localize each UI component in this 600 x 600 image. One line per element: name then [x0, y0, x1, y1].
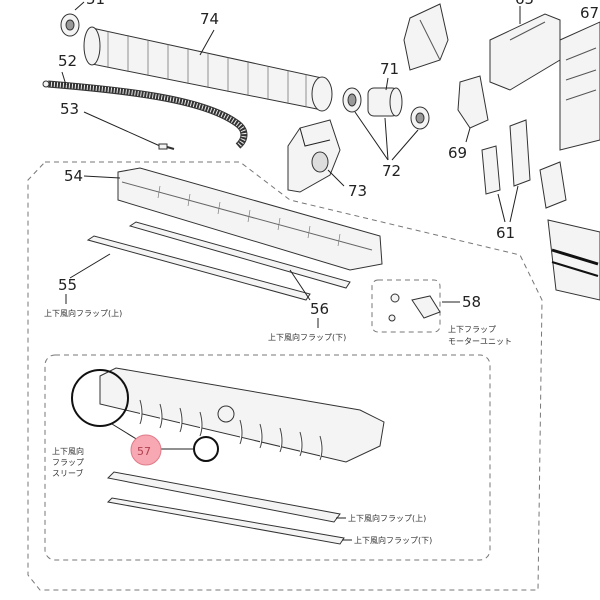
caption-57-line2: フラップ [52, 458, 84, 467]
label-73: 73 [348, 182, 367, 200]
part-upper-bracket [403, 3, 449, 71]
caption-detail-lower: 上下風向フラップ(下) [354, 535, 432, 545]
part-73-bearing-holder [287, 119, 345, 193]
part-52-insulated-pipe [42, 71, 248, 149]
callout-circle-small [193, 436, 219, 462]
group-boundary-outer [27, 161, 543, 591]
caption-58-line2: モーターユニット [448, 337, 512, 346]
label-53: 53 [60, 100, 79, 118]
part-right-side-assembly [547, 219, 600, 301]
label-74: 74 [200, 10, 219, 28]
part-54-drain-pan [83, 167, 383, 271]
label-71: 71 [380, 60, 399, 78]
label-72: 72 [382, 162, 401, 180]
part-67-control-board [559, 21, 600, 151]
caption-57-line3: スリーブ [52, 468, 84, 478]
label-65: 65 [515, 0, 534, 8]
label-61: 61 [496, 224, 515, 242]
caption-detail-upper: 上下風向フラップ(上) [348, 513, 426, 523]
caption-55: 上下風向フラップ(上) [44, 308, 122, 318]
part-53-screw [83, 111, 175, 150]
label-54: 54 [64, 167, 83, 185]
label-67: 67 [580, 4, 599, 22]
part-55-flap-upper [69, 235, 311, 301]
label-52: 52 [58, 52, 77, 70]
detail-flap-assembly [99, 367, 385, 463]
part-58-flap-motor-unit [388, 293, 460, 322]
group-boundary-detail [44, 354, 491, 561]
label-56: 56 [310, 300, 329, 318]
caption-56: 上下風向フラップ(下) [268, 332, 346, 342]
part-51-fitting [60, 1, 85, 37]
part-61-sensor-boards [481, 119, 567, 223]
leader-57-large [111, 423, 139, 441]
marker-57-highlight [130, 434, 162, 466]
part-69-terminal-cover [457, 75, 489, 143]
label-58: 58 [462, 293, 481, 311]
label-55: 55 [58, 276, 77, 294]
callout-circle-large [71, 369, 129, 427]
detail-flap-lower [106, 497, 352, 545]
caption-58-line1: 上下フラップ [448, 325, 496, 334]
group-boundary-motor [371, 279, 441, 333]
part-56-flap-lower [128, 221, 351, 301]
label-57: 57 [137, 445, 151, 458]
part-71-72-fan-motor [342, 77, 430, 161]
part-74-crossflow-fan [83, 26, 333, 112]
caption-57-line1: 上下風向 [52, 446, 84, 456]
label-69: 69 [448, 144, 467, 162]
label-51: 51 [86, 0, 105, 8]
detail-flap-upper [106, 471, 346, 523]
part-65-electrical-box [489, 6, 561, 91]
